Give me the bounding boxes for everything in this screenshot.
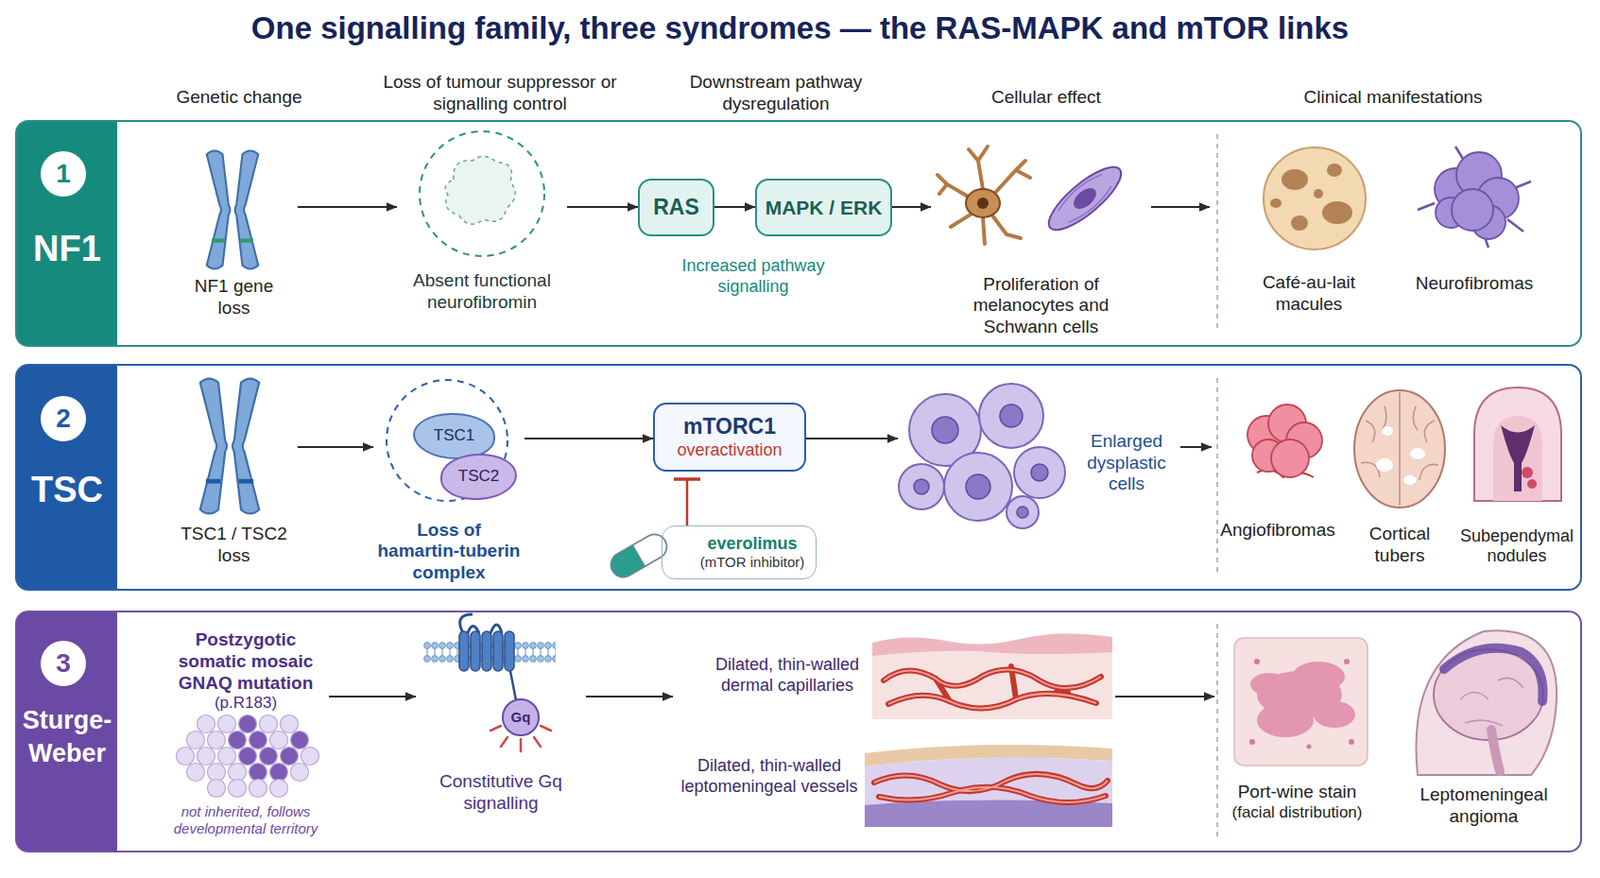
clinical-sign: Café-au-lait macules [1209, 141, 1409, 322]
node-text: 1 [42, 157, 85, 190]
protein-complex: Loss of hamartin-tuberin complex TSC1TSC2 [373, 378, 525, 586]
node-text: Neurofibromas [1411, 273, 1537, 295]
syndrome-band: TSC2TSC1 / TSC2 lossLoss of hamartin-tub… [15, 363, 1583, 591]
node-text: not inherited, follows developmental ter… [164, 803, 327, 838]
row-number: 1 [40, 151, 87, 197]
column-header: Clinical manifestations [1270, 86, 1516, 109]
node-text: overactivation [658, 440, 801, 462]
clinical-sign: Neurofibromas [1410, 141, 1538, 322]
gene-change: NF1 gene loss [170, 141, 298, 324]
column-header: Loss of tumour suppressor or signalling … [377, 71, 623, 116]
node-text: Absent functional neurofibromin [402, 270, 562, 314]
cellular-effect: Proliferation of melanocytes and Schwann… [930, 137, 1152, 343]
node-text: Enlarged dysplastic cells [1073, 430, 1180, 496]
node-text: everolimus [691, 533, 813, 555]
node-text: TSC1 [416, 426, 493, 446]
vessel-change: Dilated, thin-walled dermal capillaries [672, 628, 1116, 723]
node-text: TSC [17, 468, 118, 513]
node-text: Loss of hamartin-tuberin complex [375, 519, 523, 585]
node-text: Constitutive Gq signalling [439, 771, 563, 815]
node-text: NF1 gene loss [192, 275, 276, 320]
clinical-sign: Angiofibromas [1211, 378, 1344, 577]
node-text: (mTOR inhibitor) [691, 553, 813, 571]
syndrome-band: Sturge-Weber 3 Postzygotic somatic mosaic … [15, 610, 1583, 853]
node-text: 3 [42, 647, 85, 680]
node-text: RAS [641, 194, 712, 222]
column-header: Cellular effect [951, 86, 1141, 109]
row-number: 2 [40, 395, 87, 442]
protein-blob: TSC1 [412, 412, 496, 460]
column-header: Genetic change [144, 86, 334, 109]
cellular-effect: Enlarged dysplastic cells [897, 378, 1181, 549]
node-text: Port-wine stain [1216, 781, 1378, 804]
node-text: Sturge-Weber [17, 704, 118, 771]
node-text: Proliferation of melanocytes and Schwann… [960, 274, 1123, 339]
node-text: NF1 [17, 227, 118, 272]
node-text: TSC2 [444, 466, 515, 486]
node-text: Angiofibromas [1213, 519, 1342, 542]
syndrome-band: NF1 1NF1 gene loss Absent functional neuro… [15, 120, 1583, 347]
pathway-box: MAPK / ERK [755, 178, 893, 237]
column-header: Downstream pathway dysregulation [667, 71, 885, 116]
node-text: (p.R183) [165, 693, 327, 713]
node-text: Cortical tubers [1350, 523, 1449, 568]
node-text: Café-au-lait macules [1247, 272, 1371, 316]
vessel-change: Dilated, thin-walled leptomeningeal vess… [672, 737, 1116, 832]
node-text: Dilated, thin-walled dermal capillaries [703, 654, 872, 696]
clinical-sign: Subependymal nodules [1455, 378, 1579, 577]
clinical-sign: Leptomeningeal angioma [1398, 623, 1569, 834]
node-text: Dilated, thin-walled leptomeningeal vess… [676, 756, 862, 797]
node-text: Postzygotic somatic mosaic GNAQ mutation [174, 629, 317, 694]
diagram-title: One signalling family, three syndromes —… [0, 9, 1600, 48]
pathway-box: RAS [637, 178, 715, 237]
node-text: 2 [42, 402, 85, 435]
gene-change: TSC1 / TSC2 loss [170, 373, 298, 577]
gene-change: Postzygotic somatic mosaic GNAQ mutation… [162, 616, 329, 846]
protein-loss: Absent functional neurofibromin [396, 132, 568, 322]
node-text: mTORC1 [658, 413, 801, 441]
node-text: Subependymal nodules [1456, 526, 1578, 568]
node-text: Leptomeningeal angioma [1403, 784, 1565, 828]
row-number: 3 [40, 640, 87, 687]
clinical-sign: Port-wine stain(facial distribution) [1214, 628, 1380, 832]
node-text: MAPK / ERK [759, 195, 889, 220]
node-text: (facial distribution) [1216, 803, 1378, 823]
node-text: TSC1 / TSC2 loss [174, 523, 293, 568]
pathway-box: mTORC1overactivation [653, 402, 807, 472]
clinical-sign: Cortical tubers [1346, 378, 1453, 577]
drug-box: everolimus(mTOR inhibitor) [661, 525, 817, 580]
signalling-change: Constitutive Gq signalling [415, 619, 586, 832]
protein-blob: TSC2 [440, 453, 517, 500]
